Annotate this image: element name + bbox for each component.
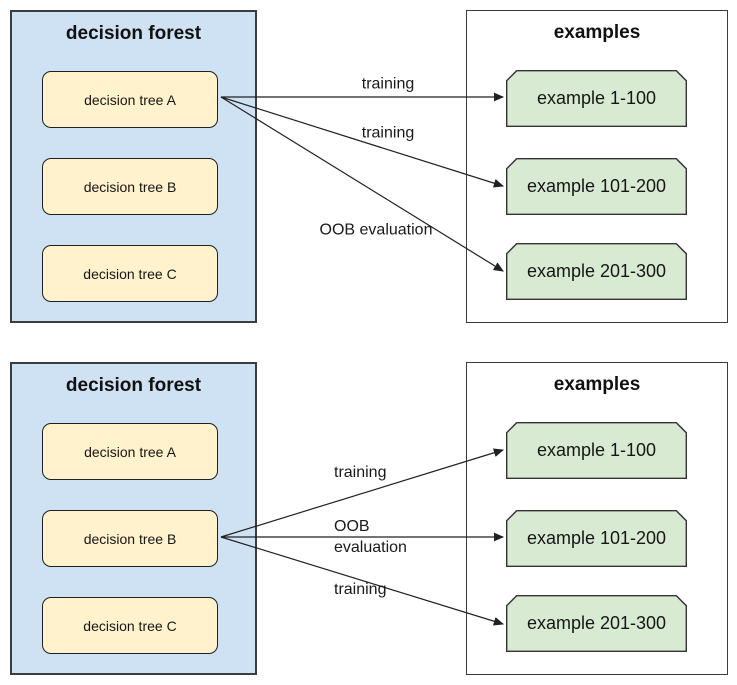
decision-tree-a-box: decision tree A	[42, 423, 218, 480]
example-card-label: example 101-200	[526, 176, 667, 196]
arrow-label-training: training	[361, 75, 415, 93]
decision-forest-box: decision forest decision tree A decision…	[10, 10, 257, 323]
decision-forest-box: decision forest decision tree A decision…	[10, 362, 257, 675]
example-card-shape	[506, 158, 687, 215]
example-card-shape	[506, 422, 687, 479]
arrow-label-training: training	[334, 464, 387, 481]
decision-forest-title: decision forest	[65, 23, 202, 44]
decision-forest-title: decision forest	[65, 375, 202, 396]
example-card-1-100: example 1-100	[506, 422, 687, 479]
example-card-shape	[506, 243, 687, 300]
example-card-101-200: example 101-200	[506, 510, 687, 567]
decision-tree-a-box: decision tree A	[42, 71, 218, 128]
example-card-201-300: example 201-300	[506, 595, 687, 652]
example-card-label: example 1-100	[536, 440, 657, 460]
example-card-101-200: example 101-200	[506, 158, 687, 215]
examples-box: examples example 1-100 example 101-200 e…	[466, 10, 728, 323]
examples-box: examples example 1-100 example 101-200 e…	[466, 362, 728, 675]
decision-tree-b-box: decision tree B	[42, 158, 218, 215]
examples-title: examples	[553, 374, 641, 395]
arrow-label-oob-evaluation: OOB evaluation	[334, 518, 407, 556]
decision-tree-b-box: decision tree B	[42, 510, 218, 567]
arrow-label-training: training	[334, 581, 387, 598]
arrow-label-oob-evaluation: OOB evaluation	[319, 221, 433, 239]
decision-tree-c-box: decision tree C	[42, 597, 218, 654]
examples-title: examples	[553, 22, 641, 43]
decision-tree-c-box: decision tree C	[42, 245, 218, 302]
example-card-shape	[506, 70, 687, 127]
diagram-tree-a-oob: decision forest decision tree A decision…	[0, 10, 737, 323]
example-card-1-100: example 1-100	[506, 70, 687, 127]
example-card-shape	[506, 595, 687, 652]
example-card-label: example 1-100	[536, 88, 657, 108]
example-card-label: example 101-200	[526, 528, 667, 548]
diagram-tree-b-oob: decision forest decision tree A decision…	[0, 362, 737, 675]
example-card-label: example 201-300	[526, 613, 667, 633]
arrow-label-training: training	[361, 124, 415, 142]
example-card-shape	[506, 510, 687, 567]
example-card-201-300: example 201-300	[506, 243, 687, 300]
example-card-label: example 201-300	[526, 261, 667, 281]
